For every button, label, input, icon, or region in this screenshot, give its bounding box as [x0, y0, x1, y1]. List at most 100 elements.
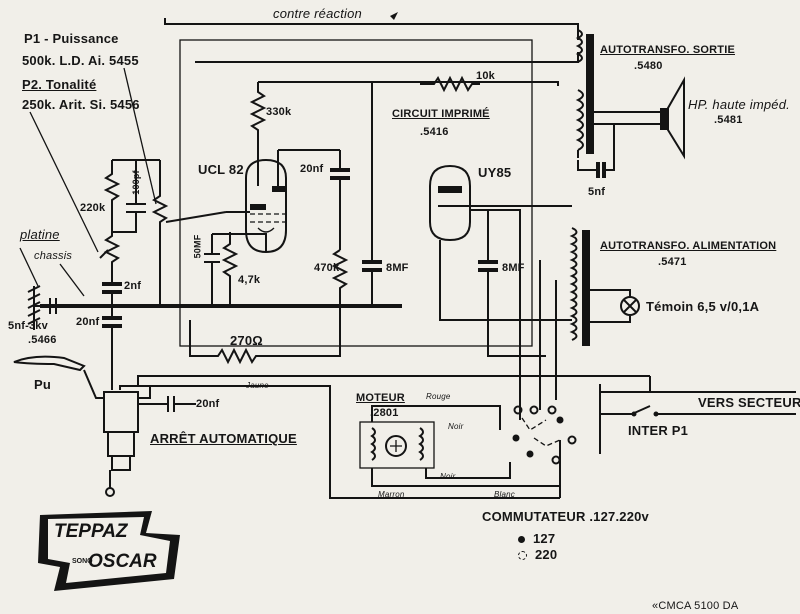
label-220k: 220k — [80, 202, 106, 214]
teppaz-oscar-logo: TEPPAZ OSCAR SONO — [38, 511, 180, 591]
label-circuit-imprime-ref: .5416 — [420, 126, 449, 138]
label-chassis: chassis — [34, 250, 73, 262]
p2-pointer — [29, 111, 99, 253]
cap-2nf — [102, 282, 122, 294]
label-circuit-imprime: CIRCUIT IMPRIMÉ — [392, 108, 490, 120]
commutator-contact-2 — [529, 405, 539, 415]
ucl82-anode-2 — [250, 204, 266, 210]
autotransfo-alim-coil — [569, 227, 578, 341]
logo-sub: SONO — [72, 558, 93, 565]
logo-model: OSCAR — [88, 551, 157, 572]
label-hp-ref: .5481 — [714, 114, 743, 126]
speaker-cone — [667, 76, 685, 160]
cap-5nf-3kv — [34, 298, 80, 314]
label-uy85: UY85 — [478, 165, 512, 180]
inter-p1-contact-b — [653, 411, 659, 417]
label-p1-title: P1 - Puissance — [24, 31, 119, 46]
commutator-contact-7 — [567, 435, 577, 445]
label-hp: HP. haute impéd. — [688, 97, 790, 112]
label-contre-reaction: contre réaction — [273, 6, 362, 21]
commutator-links — [521, 417, 561, 447]
legend-filled-dot — [518, 536, 525, 544]
moteur-rotor — [385, 435, 407, 457]
resistor-220k — [103, 160, 121, 222]
p1-wires — [112, 159, 227, 306]
label-commutateur: COMMUTATEUR .127.220v — [482, 509, 649, 524]
label-autotransfo-sortie: AUTOTRANSFO. SORTIE — [600, 44, 735, 56]
label-p2-title: P2. Tonalité — [22, 77, 97, 92]
label-p2-value: 250k. Arit. Si. 5456 — [22, 97, 140, 112]
uy85-envelope — [429, 164, 471, 242]
autotransfo-sortie-core — [586, 34, 594, 154]
cap-8mf-a — [362, 260, 382, 272]
lamp-lead — [620, 289, 631, 297]
uy85-anode — [438, 186, 462, 193]
secteur-wire-b — [137, 375, 650, 386]
logo-inner — [48, 517, 170, 583]
cap-20nf-left — [102, 316, 122, 328]
label-autotransfo-sortie-ref: .5480 — [634, 60, 663, 72]
logo-brand: TEPPAZ — [54, 521, 129, 542]
pcb-outline — [179, 39, 533, 347]
legend-127: 127 — [518, 532, 555, 545]
label-8mf-a: 8MF — [386, 262, 409, 274]
commutator-contact-5 — [526, 450, 534, 458]
label-5nf-3kv-ref: .5466 — [28, 334, 57, 346]
label-5nf: 5nf — [588, 186, 606, 198]
wire-label-noir-b: Noir — [440, 472, 456, 481]
label-20nf-bottom: 20nf — [196, 398, 220, 410]
commutator-contact-6 — [556, 416, 564, 424]
commutator-contact-3 — [547, 405, 557, 415]
autotransfo-sortie-coil — [575, 89, 584, 151]
bplus-wire-top — [195, 52, 579, 63]
ucl82-anode — [272, 186, 286, 192]
cap-5nf — [596, 162, 606, 178]
feedback-arrow — [390, 12, 398, 20]
label-autotransfo-alim-ref: .5471 — [658, 256, 687, 268]
lamp-wires — [590, 289, 631, 323]
label-arret-auto: ARRÊT AUTOMATIQUE — [150, 431, 297, 446]
feedback-wire — [164, 18, 579, 40]
label-ucl82: UCL 82 — [198, 162, 244, 177]
label-20nf-top: 20nf — [300, 163, 324, 175]
speaker-leads — [594, 111, 660, 125]
resistor-4-7k — [221, 232, 239, 304]
ucl82-envelope — [245, 158, 287, 254]
label-pu: Pu — [34, 377, 52, 392]
cap-20nf-bottom-lead — [138, 386, 151, 399]
commutator-contact-4 — [512, 434, 520, 442]
moteur-coil-left — [370, 427, 376, 461]
autotransfo-alim-core — [582, 230, 590, 346]
cap-8mf-b — [478, 260, 498, 272]
legend-127-label: 127 — [533, 531, 556, 546]
alim-taps — [519, 240, 557, 420]
label-8mf-b: 8MF — [502, 262, 525, 274]
cap-5nf-wire — [577, 124, 615, 171]
platine-pointer — [19, 247, 39, 287]
label-470k: 470k — [314, 262, 340, 274]
arret-auto-switch-body — [103, 391, 139, 433]
p2-wiper — [99, 249, 109, 259]
arret-auto-knob — [105, 487, 115, 497]
chassis-pointer — [59, 263, 85, 297]
resistor-270 — [189, 304, 341, 365]
legend-open-dot — [518, 551, 527, 561]
moteur-rotor-mark — [390, 440, 402, 452]
label-4-7k: 4,7k — [238, 274, 261, 286]
label-autotransfo-alim: AUTOTRANSFO. ALIMENTATION — [600, 240, 777, 252]
moteur-coil-right — [418, 427, 424, 461]
ucl82-grids — [250, 213, 286, 223]
label-p1-value: 500k. L.D. Ai. 5455 — [22, 53, 139, 68]
autotransfo-sortie-top-coil — [575, 29, 583, 63]
moteur-wires — [371, 405, 560, 487]
cap-50mf — [204, 234, 220, 304]
legend-220: 220 — [518, 548, 557, 561]
moteur-frame — [359, 421, 435, 469]
commutator-contact-8 — [551, 455, 561, 465]
ucl82-anode-wires — [257, 149, 340, 186]
arret-auto-plunger — [107, 432, 135, 471]
cap-20nf-top — [330, 168, 350, 180]
ucl82-cathode — [257, 227, 275, 233]
pickup-lead — [83, 369, 104, 399]
